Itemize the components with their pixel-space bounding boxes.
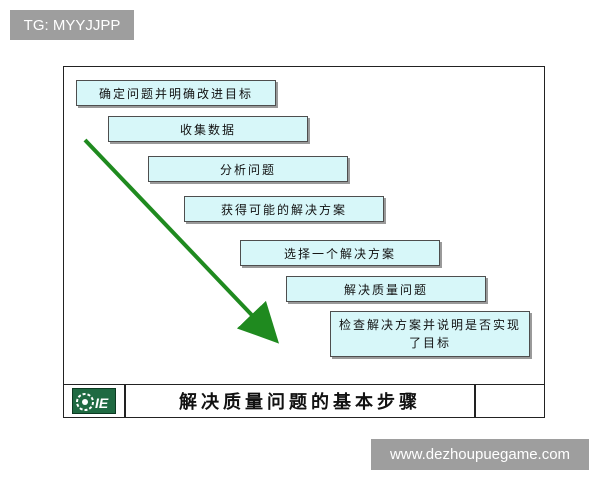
footer-bar: IE 解决质量问题的基本步骤 bbox=[63, 384, 545, 418]
watermark-bottom: www.dezhoupuegame.com bbox=[371, 439, 589, 470]
ie-logo-icon: IE bbox=[72, 388, 116, 414]
step-5: 选择一个解决方案 bbox=[240, 240, 440, 266]
step-6: 解决质量问题 bbox=[286, 276, 486, 302]
watermark-top: TG: MYYJJPP bbox=[10, 10, 134, 40]
diagram-title: 解决质量问题的基本步骤 bbox=[179, 392, 421, 413]
step-7: 检查解决方案并说明是否实现了目标 bbox=[330, 311, 530, 357]
step-3: 分析问题 bbox=[148, 156, 348, 182]
footer-divider-left bbox=[124, 385, 126, 417]
step-2: 收集数据 bbox=[108, 116, 308, 142]
step-1: 确定问题并明确改进目标 bbox=[76, 80, 276, 106]
svg-text:IE: IE bbox=[95, 395, 109, 411]
step-4: 获得可能的解决方案 bbox=[184, 196, 384, 222]
footer-divider-right bbox=[474, 385, 476, 417]
